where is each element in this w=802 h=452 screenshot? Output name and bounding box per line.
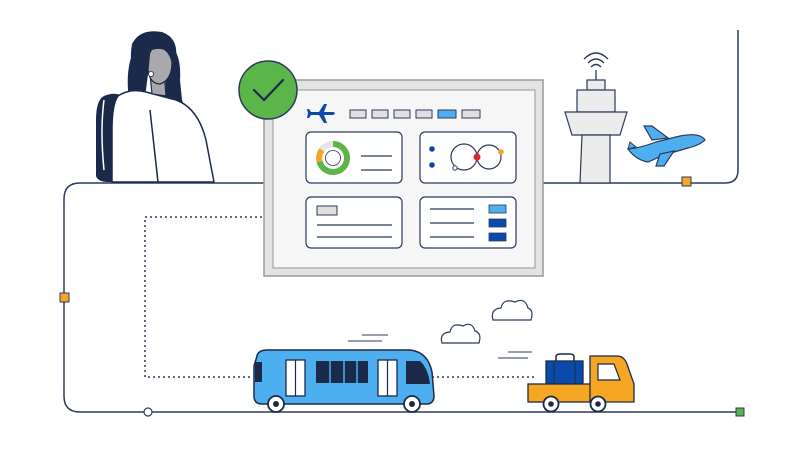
dotted-path — [144, 216, 262, 378]
traveler-figure — [96, 31, 215, 183]
cloud-icon — [440, 323, 481, 344]
tab-active — [437, 109, 457, 119]
tab — [461, 109, 481, 119]
cloud-icon — [491, 299, 533, 321]
shuttle-bus — [253, 349, 435, 413]
route-marker-orange — [59, 292, 70, 303]
dashboard-monitor — [263, 79, 544, 277]
tab-strip — [349, 109, 481, 119]
route-marker-orange — [681, 176, 692, 187]
route-marker-circle — [143, 407, 153, 417]
route-line — [63, 30, 742, 413]
panel-donut-chart — [305, 131, 403, 184]
network-icon — [450, 143, 504, 171]
route-marker-green — [735, 407, 745, 417]
tab — [349, 109, 367, 119]
airplane-icon — [626, 125, 706, 167]
speed-lines — [348, 334, 532, 359]
baggage-truck — [527, 353, 635, 413]
tab — [415, 109, 433, 119]
tab — [393, 109, 411, 119]
check-icon — [238, 60, 298, 120]
panel-list — [419, 196, 517, 249]
wifi-signal-icon — [583, 52, 609, 80]
panel-form — [305, 196, 403, 249]
donut-chart-icon — [316, 140, 351, 175]
control-tower — [564, 52, 628, 184]
airplane-icon — [307, 104, 335, 123]
tab — [371, 109, 389, 119]
luggage — [545, 353, 584, 385]
panel-network — [419, 131, 517, 184]
